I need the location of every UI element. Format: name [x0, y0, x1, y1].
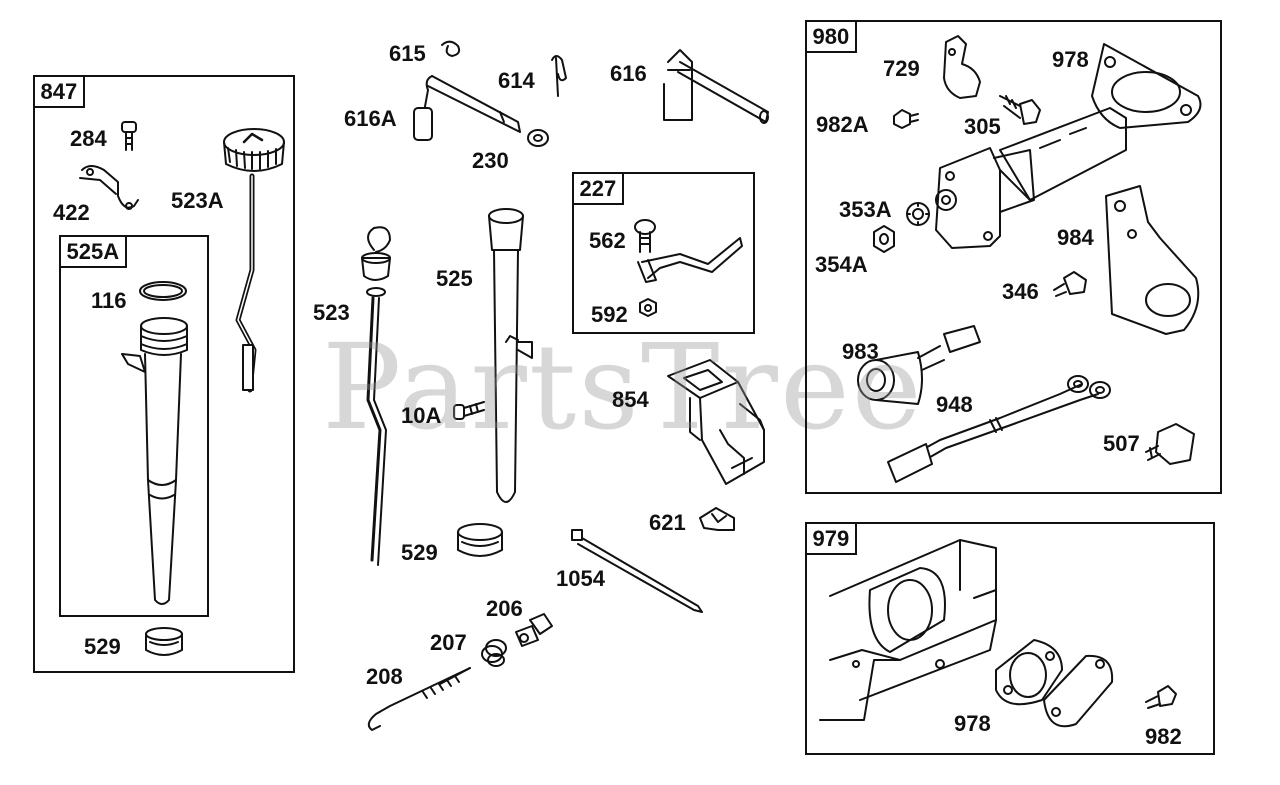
part-207-spring [481, 639, 507, 667]
part-529-grommet-b [457, 523, 503, 557]
callout-284: 284 [70, 126, 107, 151]
part-854-bracket [667, 359, 765, 485]
part-616A-link-rod [413, 75, 521, 141]
part-230-washer [527, 129, 549, 147]
part-982A-screw [893, 109, 919, 129]
part-615-clip [441, 40, 461, 57]
part-523A-dipstick-cap [223, 128, 285, 393]
part-507-terminal [1145, 423, 1195, 465]
callout-230: 230 [472, 148, 509, 173]
callout-207: 207 [430, 630, 467, 655]
part-523-dipstick [361, 226, 391, 566]
callout-10A: 10A [401, 403, 442, 428]
part-979-plate [1043, 654, 1114, 728]
group-box-979: 979 [804, 521, 1215, 755]
group-box-525A: 525A [58, 234, 209, 617]
callout-523A: 523A [171, 188, 224, 213]
part-525A-dipstick-tube [121, 317, 188, 605]
callout-529-b: 529 [401, 540, 438, 565]
group-tag-847: 847 [32, 74, 86, 108]
part-422-clamp [79, 165, 139, 210]
callout-614: 614 [498, 68, 535, 93]
callout-525: 525 [436, 266, 473, 291]
callout-422: 422 [53, 200, 90, 225]
callout-978-a: 978 [1052, 47, 1089, 72]
part-10A-screw [453, 401, 485, 420]
callout-983: 983 [842, 339, 879, 364]
part-614-cotter-pin [551, 55, 567, 97]
callout-621: 621 [649, 510, 686, 535]
callout-616: 616 [610, 61, 647, 86]
part-982-screw [1145, 685, 1177, 709]
callout-353A: 353A [839, 197, 892, 222]
callout-615: 615 [389, 41, 426, 66]
part-616-shaft [663, 49, 769, 124]
callout-592: 592 [591, 302, 628, 327]
callout-507: 507 [1103, 431, 1140, 456]
part-305-screw [999, 95, 1041, 125]
part-562-screw [634, 219, 656, 253]
group-tag-227: 227 [571, 171, 625, 205]
callout-206: 206 [486, 596, 523, 621]
callout-978-b: 978 [954, 711, 991, 736]
callout-116: 116 [91, 288, 127, 313]
part-948-wire-harness [887, 375, 1111, 483]
part-1054-cable-tie [571, 529, 703, 613]
part-980-solenoid [935, 107, 1127, 249]
part-729-clamp [943, 35, 981, 99]
group-tag-979: 979 [804, 521, 858, 555]
part-206-fitting [515, 613, 553, 647]
part-353A-lockwasher [906, 202, 930, 226]
callout-305: 305 [964, 114, 1001, 139]
callout-948: 948 [936, 392, 973, 417]
part-984-bracket [1105, 185, 1200, 335]
callout-346: 346 [1002, 279, 1039, 304]
callout-854: 854 [612, 387, 649, 412]
group-tag-980: 980 [804, 19, 858, 53]
callout-729: 729 [883, 56, 920, 81]
part-979-blockoff-housing [819, 539, 997, 721]
group-tag-525A: 525A [58, 234, 128, 268]
callout-982: 982 [1145, 724, 1182, 749]
part-208-rod [367, 667, 471, 731]
part-346-screw [1053, 271, 1087, 297]
callout-982A: 982A [816, 112, 869, 137]
part-978-gasket-b [995, 639, 1063, 706]
callout-208: 208 [366, 664, 403, 689]
part-983-connector [857, 325, 981, 405]
part-621-clip [699, 507, 735, 531]
callout-523: 523 [313, 300, 350, 325]
part-227-link [637, 237, 743, 283]
group-box-980: 980 [804, 19, 1222, 494]
part-529-grommet-a [145, 627, 183, 656]
callout-984: 984 [1057, 225, 1094, 250]
callout-562: 562 [589, 228, 626, 253]
part-354A-nut [873, 225, 895, 253]
group-box-847: 847 [32, 74, 295, 673]
part-284-screw [121, 121, 137, 151]
callout-1054: 1054 [556, 566, 605, 591]
group-box-227: 227 [571, 171, 755, 334]
part-116-o-ring [139, 281, 187, 301]
callout-616A: 616A [344, 106, 397, 131]
callout-529-a: 529 [84, 634, 121, 659]
part-978-gasket-a [1091, 43, 1202, 129]
part-592-nut [639, 298, 657, 317]
callout-354A: 354A [815, 252, 868, 277]
part-525-tube [488, 208, 533, 503]
